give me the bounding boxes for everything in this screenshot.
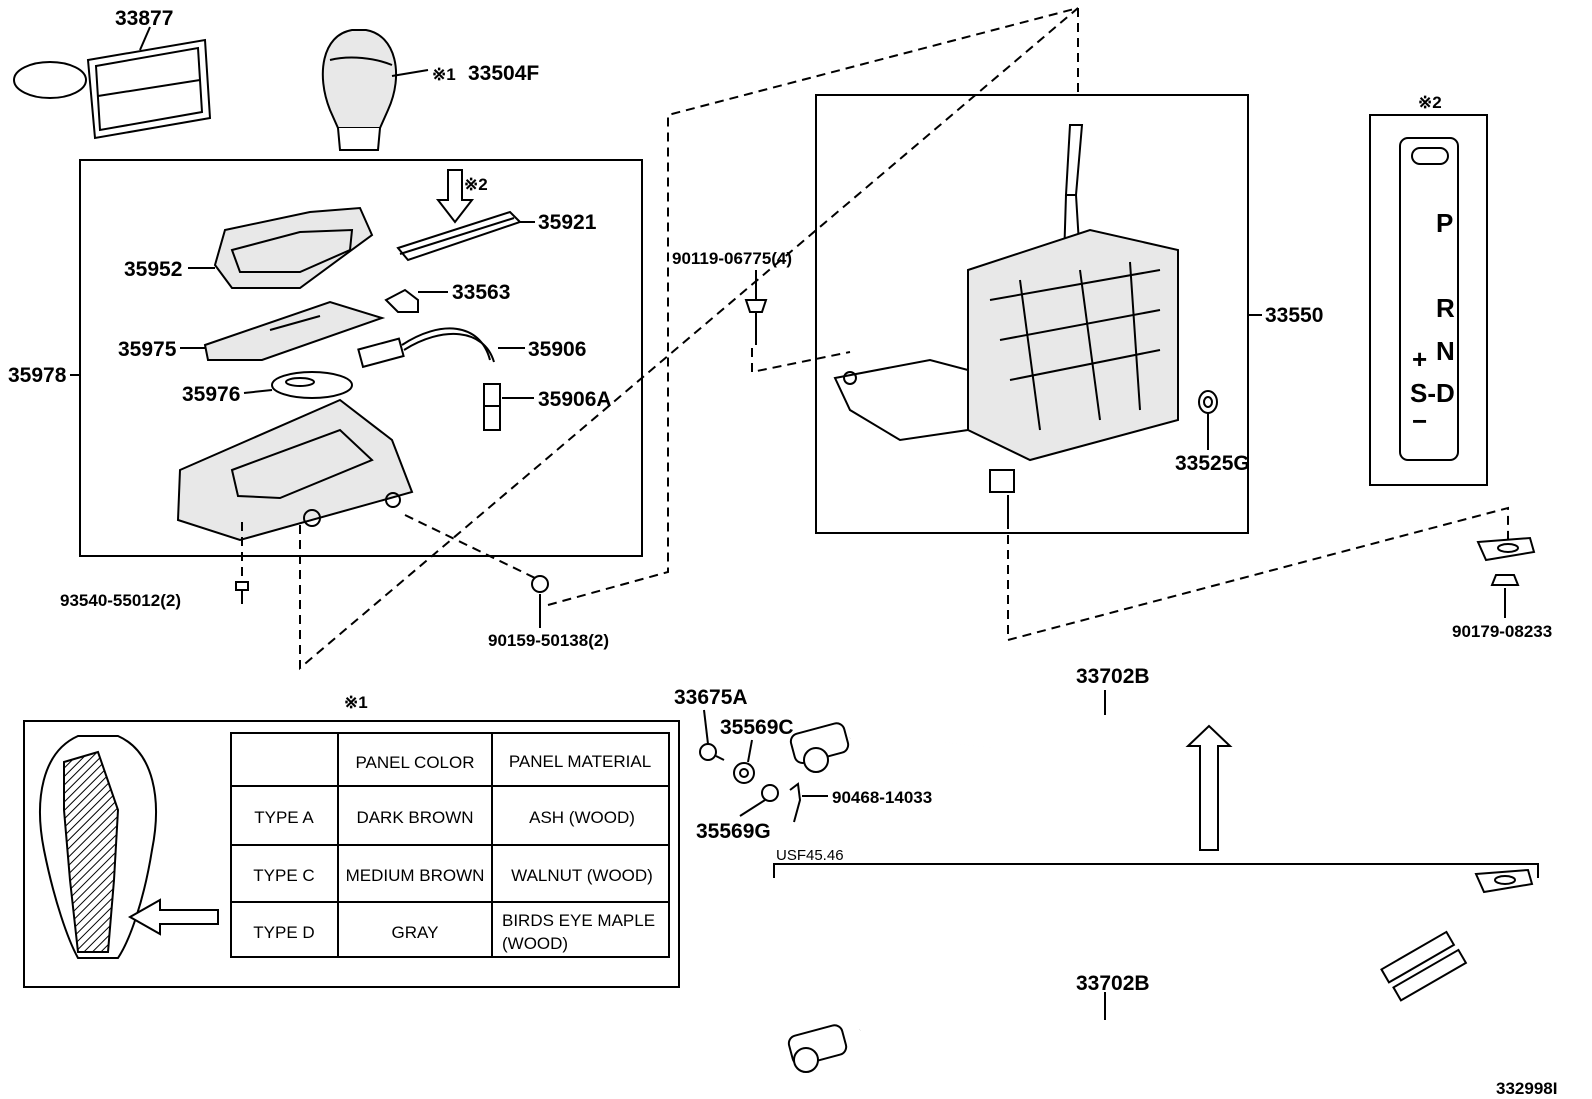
label-33550[interactable]: 33550 [1265,304,1323,327]
gate-n: N [1436,336,1455,366]
label-33877[interactable]: 33877 [115,7,173,30]
part-33702b-shift-cable-top [789,536,1536,773]
table-row-type-a: TYPE A [254,808,314,827]
mark-table: ※1 [344,693,368,712]
table-cell-medium-brown: MEDIUM BROWN [346,866,485,885]
part-33675a-pin [699,743,725,761]
label-33675a[interactable]: 33675A [674,686,748,709]
label-35976[interactable]: 35976 [182,383,240,406]
label-90179[interactable]: 90179-08233 [1452,622,1552,641]
gate-r: R [1436,293,1455,323]
part-35921-indicator-strip [396,210,522,262]
part-35952-indicator-bezel [213,206,374,289]
label-35952[interactable]: 35952 [124,258,182,281]
table-row-type-d: TYPE D [253,923,314,942]
part-33563-clip [384,288,419,313]
label-90119[interactable]: 90119-06775(4) [672,249,792,268]
label-usf: USF45.46 [776,847,844,864]
gate-p: P [1436,208,1453,238]
label-33563[interactable]: 33563 [452,281,510,304]
table-cell-birds-eye-maple-wood: (WOOD) [502,934,568,953]
assembly-box-35978 [79,159,643,557]
table-header-panel-material: PANEL MATERIAL [509,752,651,771]
label-90468[interactable]: 90468-14033 [832,788,932,807]
panel-type-table [230,732,670,958]
table-row-type-c: TYPE C [253,866,314,885]
part-33877-plate [13,26,212,140]
label-35906[interactable]: 35906 [528,338,586,361]
label-35906a[interactable]: 35906A [538,388,612,411]
label-93540[interactable]: 93540-55012(2) [60,591,181,610]
part-93540-screw [235,581,249,604]
mark-33504f: ※1 [432,65,456,84]
up-arrow-icon [1185,724,1233,851]
figure-id: 332998I [1496,1079,1557,1098]
part-33525g-washer [1198,390,1218,414]
label-33702b-bottom[interactable]: 33702B [1076,972,1150,995]
gate-sd: S-D [1410,378,1455,408]
part-35569c-bushing [733,762,755,784]
label-90159[interactable]: 90159-50138(2) [488,631,609,650]
part-33504f-shift-knob [321,29,398,151]
label-35569c[interactable]: 35569C [720,716,794,739]
part-35569g-bushing [761,784,779,802]
part-35975-panel [203,300,386,361]
mark-gate: ※2 [1418,93,1442,112]
table-header-panel-color: PANEL COLOR [355,753,474,772]
gate-panel-box [1369,114,1488,486]
down-arrow-icon [435,169,475,224]
label-33702b-top[interactable]: 33702B [1076,665,1150,688]
label-35978[interactable]: 35978 [8,364,67,387]
table-cell-dark-brown: DARK BROWN [356,808,473,827]
part-35906a-connector [483,383,501,431]
gate-plate [1399,137,1459,461]
part-35906-wire-harness [357,327,495,369]
label-33525g[interactable]: 33525G [1175,452,1250,475]
part-90179-nut [1490,574,1520,586]
knob-variants-box [23,720,680,988]
gate-slot [1411,147,1449,165]
part-shift-lever-housing [176,398,414,542]
label-35975[interactable]: 35975 [118,338,177,361]
part-90159-bolt [531,575,549,593]
gate-plus: + [1412,344,1427,374]
knob-cross-section [39,735,157,959]
label-35569g[interactable]: 35569G [696,820,771,843]
gate-minus: − [1412,406,1427,436]
mark-35921-arrow: ※2 [464,175,488,194]
part-33550-shift-lever-assembly [833,124,1179,520]
table-cell-walnut: WALNUT (WOOD) [511,866,653,885]
table-cell-birds-eye-maple: BIRDS EYE MAPLE [502,911,655,930]
part-90119-bolt [744,299,768,345]
label-33504f[interactable]: 33504F [468,62,539,85]
part-33702b-shift-cable-bottom [787,868,1534,1073]
table-cell-ash: ASH (WOOD) [529,808,635,827]
label-35921[interactable]: 35921 [538,211,597,234]
part-35976-plate [271,371,353,399]
left-arrow-icon [127,898,219,936]
part-90468-clip [789,782,802,823]
table-cell-gray: GRAY [392,923,439,942]
